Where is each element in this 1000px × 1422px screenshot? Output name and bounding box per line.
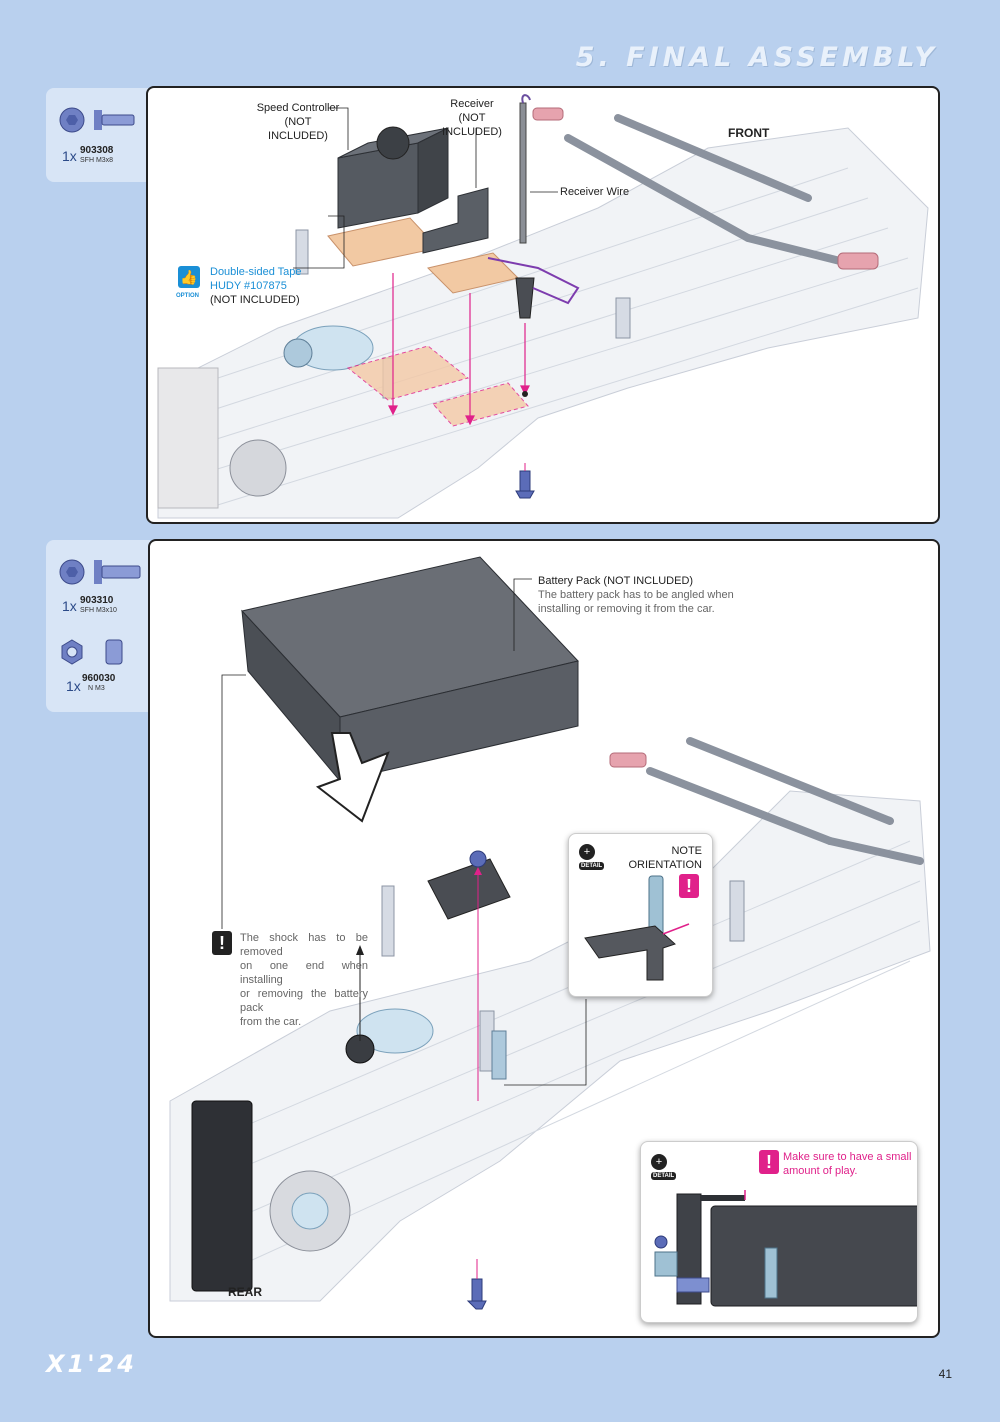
tape-line3: (NOT INCLUDED) [210,294,300,306]
shock-note: The shock has to be removed on one end w… [240,931,368,1029]
detail-magnifier-icon: + [651,1154,667,1170]
detail-badge: DETAIL [651,1172,677,1180]
receiver-label: Receiver (NOT INCLUDED) [432,97,512,139]
play-drawing [654,1190,917,1307]
nut-icon [61,639,123,665]
tape-label: Double-sided Tape HUDY #107875 (NOT INCL… [210,265,302,307]
detail-box-play: + DETAIL ! Make sure to have a small amo… [640,1141,918,1323]
warning-icon: ! [212,931,232,955]
chassis-illustration [169,556,931,1310]
play-note-2: amount of play. [783,1165,858,1177]
page-number: 41 [938,1367,952,1381]
part-desc: SFH M3x10 [80,607,117,614]
speed-controller-note: (NOT INCLUDED) [268,116,328,142]
chassis-illustration [157,94,929,519]
product-logo: X1'24 [46,1350,137,1378]
tape-line1: Double-sided Tape [210,266,302,278]
step1-illustration-panel: Speed Controller (NOT INCLUDED) Receiver… [146,86,940,524]
tape-line2: HUDY #107875 [210,280,287,292]
note-orientation-label: NOTE ORIENTATION [628,844,702,872]
part-qty: 1x [66,678,81,694]
rear-label: REAR [228,1285,263,1299]
front-label: FRONT [728,126,770,140]
receiver-text: Receiver [450,98,494,110]
detail-box-orientation: + DETAIL NOTE ORIENTATION ! [568,833,713,997]
part-code: 903308 [80,145,114,156]
receiver-note: (NOT INCLUDED) [442,112,502,138]
part-desc: N M3 [88,685,105,692]
option-label: OPTION [176,293,200,299]
part-qty: 1x [62,148,77,164]
page-title: 5. FINAL ASSEMBLY [575,42,938,73]
warning-icon: ! [679,874,699,898]
battery-note-1: The battery pack has to be angled when [538,589,734,601]
speed-controller-label: Speed Controller (NOT INCLUDED) [256,101,340,143]
part-qty: 1x [62,598,77,614]
step2-illustration-panel: Battery Pack (NOT INCLUDED) The battery … [148,539,940,1338]
shock-note-4: from the car. [240,1016,302,1028]
orientation-text: ORIENTATION [628,859,702,871]
play-note: Make sure to have a small amount of play… [783,1150,911,1178]
shock-note-3: or removing the battery pack [240,988,368,1014]
receiver-wire-label: Receiver Wire [560,186,630,198]
orientation-drawing [584,875,690,981]
part-desc: SFH M3x8 [80,157,114,164]
play-note-1: Make sure to have a small [783,1151,912,1163]
detail-magnifier-icon: + [579,844,595,860]
warning-icon: ! [759,1150,779,1174]
shock-note-2: on one end when installing [240,960,368,986]
battery-note-2: installing or removing it from the car. [538,603,715,615]
shock-note-1: The shock has to be removed [240,932,368,958]
battery-pack-text: Battery Pack (NOT INCLUDED) [538,575,694,587]
part-code: 960030 [82,673,116,684]
parts-box-step2: 1x 903310 SFH M3x10 1x 960030 N M3 [46,540,150,712]
screw-icon [59,559,141,585]
part-code: 903310 [80,595,114,606]
battery-pack-label: Battery Pack (NOT INCLUDED) The battery … [538,574,734,616]
note-text: NOTE [671,845,702,857]
speed-controller-text: Speed Controller [256,102,340,114]
option-thumb-icon: 👍 [178,266,200,288]
detail-badge: DETAIL [579,862,605,870]
parts-box-step1: 1x 903308 SFH M3x8 [46,88,148,182]
screw-icon [59,107,135,133]
